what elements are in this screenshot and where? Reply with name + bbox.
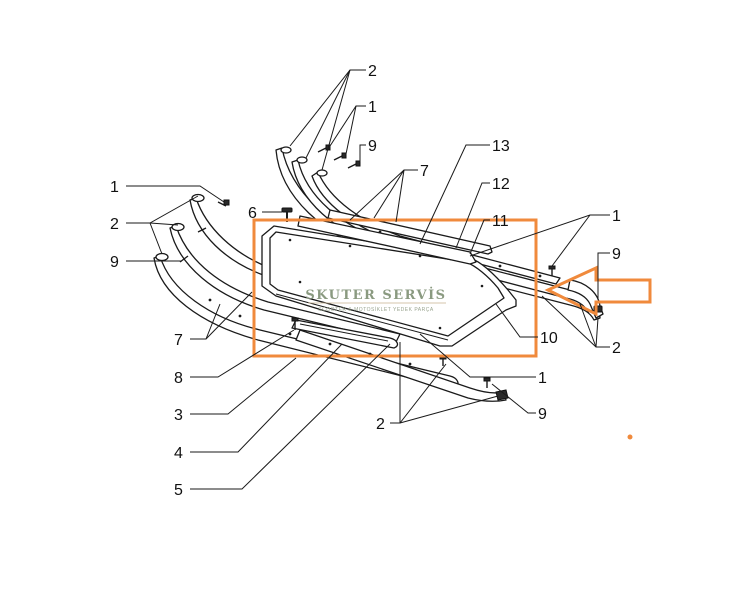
callout-1-left: 1 [110,179,119,196]
callout-6: 6 [248,205,257,222]
callout-9-top: 9 [368,138,377,155]
callout-4: 4 [174,445,183,462]
callout-13: 13 [492,138,510,155]
callout-9-bottom: 9 [538,406,547,423]
leader-lines [126,69,610,490]
callout-10: 10 [540,330,558,347]
orange-dot-icon [627,434,633,440]
highlight-box [252,218,538,358]
callout-1-right: 1 [612,208,621,225]
callout-8: 8 [174,370,183,387]
floor-mat [261,209,517,347]
callout-1-mid: 1 [538,370,547,387]
callout-numbers: 2 1 9 7 13 12 11 1 9 2 10 1 9 2 1 2 9 6 … [110,63,621,499]
callout-9-right: 9 [612,246,621,263]
left-arrow-icon [544,265,652,317]
callout-12: 12 [492,176,510,193]
callout-1-top: 1 [368,99,377,116]
watermark-subtitle: SCOOTER & MOTOSİKLET YEDEK PARÇA [318,306,434,313]
callout-11: 11 [492,213,509,230]
callout-2-left: 2 [110,216,119,233]
callout-2-right: 2 [612,340,621,357]
callout-7-top: 7 [420,163,429,180]
callout-7-left: 7 [174,332,183,349]
callout-2-top: 2 [368,63,377,80]
watermark-title: SKUTER SERVİS [305,287,446,303]
watermark-logo: SKUTER SERVİS SCOOTER & MOTOSİKLET YEDEK… [305,287,446,313]
callout-9-left: 9 [110,254,119,271]
callout-3: 3 [174,407,183,424]
callout-2-bottom: 2 [376,416,385,433]
callout-5: 5 [174,482,183,499]
